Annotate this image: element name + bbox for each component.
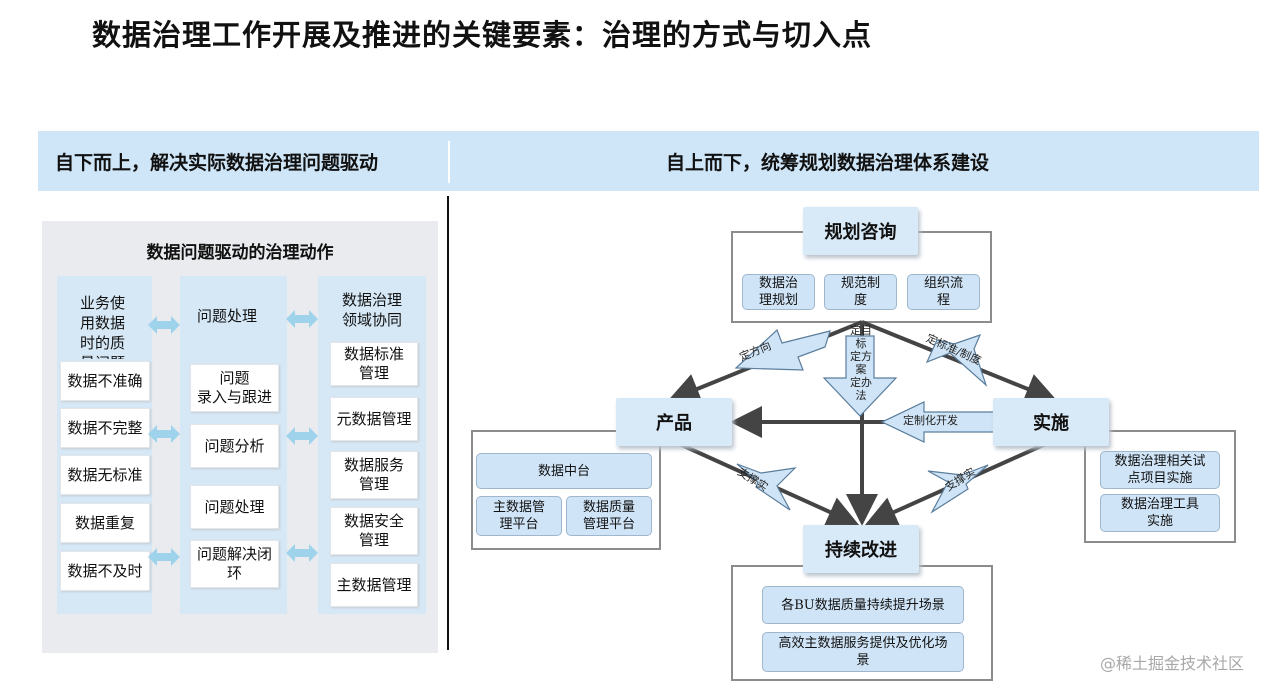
page-title: 数据治理工作开展及推进的关键要素：治理的方式与切入点 xyxy=(92,18,873,52)
col2-header: 问题处理 xyxy=(197,307,258,325)
double-arrow-icon xyxy=(148,316,180,334)
domain-security-mgmt: 数据安全管理 xyxy=(330,507,418,555)
product-quality-platform: 数据质量管理平台 xyxy=(566,496,652,536)
column-domain-collaboration xyxy=(318,276,426,614)
node-implement: 实施 xyxy=(993,398,1109,446)
banner-right-text: 自上而下，统筹规划数据治理体系建设 xyxy=(666,152,990,174)
implement-tools: 数据治理工具实施 xyxy=(1100,494,1220,532)
flow-diagram-lines xyxy=(667,320,1058,527)
double-arrow-icon xyxy=(286,310,318,328)
product-master-data-platform: 主数据管理平台 xyxy=(476,496,562,536)
domain-metadata-mgmt: 元数据管理 xyxy=(330,397,418,441)
node-improve: 持续改进 xyxy=(803,525,919,573)
col3-header: 数据治理领域协同 xyxy=(342,291,403,329)
left-panel-arrows xyxy=(148,310,318,566)
step-issue-closure: 问题解决闭环 xyxy=(190,540,279,588)
header-banner xyxy=(38,131,1259,191)
planning-item-org: 组织流程 xyxy=(907,274,980,310)
double-arrow-icon xyxy=(286,544,318,562)
col1-header: 业务使用数据时的质量问题 xyxy=(80,294,126,359)
planning-item-policy: 规范制度 xyxy=(824,274,897,310)
arrow-label-target-plan: 定目标 定方案 定办法 xyxy=(850,324,872,402)
step-issue-processing: 问题处理 xyxy=(190,485,279,529)
domain-master-data-mgmt: 主数据管理 xyxy=(330,563,418,607)
issue-no-standard: 数据无标准 xyxy=(60,455,150,495)
issue-duplicate: 数据重复 xyxy=(60,503,150,543)
improve-master-data-scenarios: 高效主数据服务提供及优化场景 xyxy=(762,632,964,672)
watermark: @稀土掘金技术社区 xyxy=(1100,654,1245,673)
node-planning: 规划咨询 xyxy=(803,207,918,255)
problem-driven-title: 数据问题驱动的治理动作 xyxy=(146,243,334,263)
product-data-platform: 数据中台 xyxy=(476,453,652,489)
arrow-label-custom-dev: 定制化开发 xyxy=(903,414,958,427)
issue-incomplete: 数据不完整 xyxy=(60,408,150,448)
domain-service-mgmt: 数据服务管理 xyxy=(330,451,418,499)
step-issue-entry: 问题 录入与跟进 xyxy=(190,364,279,412)
step-issue-analysis: 问题分析 xyxy=(190,424,279,468)
banner-divider xyxy=(448,141,450,183)
issue-inaccurate: 数据不准确 xyxy=(60,361,150,401)
implement-pilot-projects: 数据治理相关试点项目实施 xyxy=(1100,451,1220,489)
improve-quality-scenarios: 各BU数据质量持续提升场景 xyxy=(762,586,964,624)
double-arrow-icon xyxy=(148,548,180,566)
planning-item-strategy: 数据治理规划 xyxy=(742,274,815,310)
banner-left-text: 自下而上，解决实际数据治理问题驱动 xyxy=(55,152,379,174)
node-product: 产品 xyxy=(616,398,732,446)
double-arrow-icon xyxy=(286,427,318,445)
issue-untimely: 数据不及时 xyxy=(60,551,150,591)
domain-standard-mgmt: 数据标准管理 xyxy=(330,342,418,386)
section-divider-line xyxy=(447,196,449,650)
double-arrow-icon xyxy=(148,425,180,443)
